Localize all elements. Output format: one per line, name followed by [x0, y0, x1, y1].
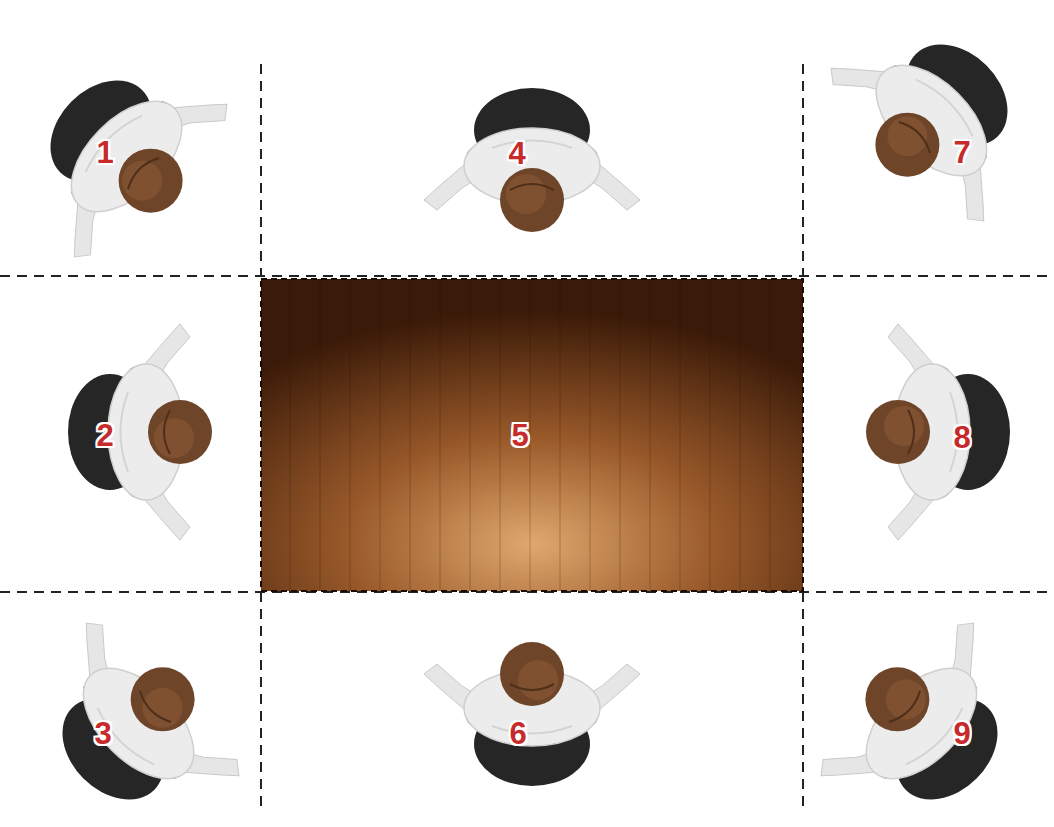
callout-number: 5 — [511, 420, 528, 451]
callout-number: 6 — [509, 718, 526, 749]
callout-number: 7 — [953, 137, 970, 168]
callout-number: 1 — [96, 137, 113, 168]
callout-number: 8 — [953, 422, 970, 453]
callout-number: 3 — [94, 718, 111, 749]
callout-number: 2 — [96, 420, 113, 451]
callout-number: 9 — [953, 718, 970, 749]
table — [261, 279, 803, 591]
callout-number: 4 — [508, 138, 525, 169]
